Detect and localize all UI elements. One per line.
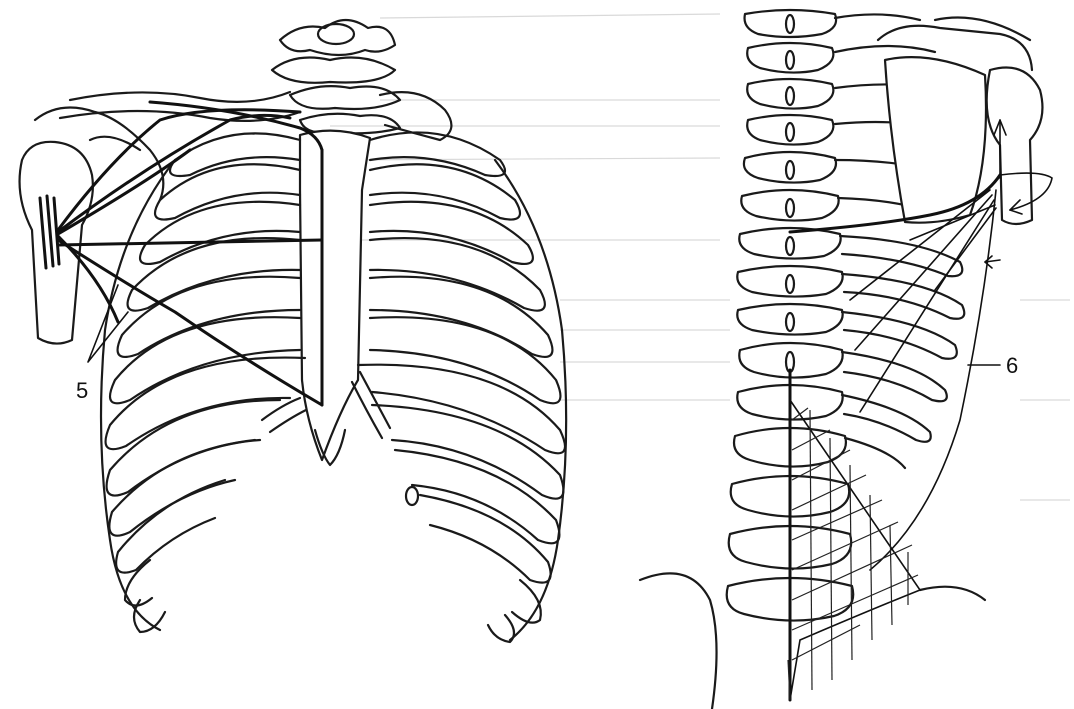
scapula-humerus	[878, 18, 1042, 225]
right-ribcage	[101, 133, 306, 632]
right-clavicle	[70, 92, 290, 102]
label-5: 5	[76, 378, 88, 403]
pectoralis-major-lines	[58, 102, 322, 405]
anterior-thorax: 5	[20, 20, 567, 642]
ilium-left	[640, 573, 717, 709]
left-ribcage	[352, 132, 566, 642]
cervical-vertebrae	[272, 20, 400, 133]
posterior-back: 6	[640, 10, 1052, 709]
ilium-right	[920, 587, 985, 600]
label-6: 6	[1006, 353, 1018, 378]
sternum	[300, 131, 370, 460]
label-5-leader	[88, 285, 128, 362]
